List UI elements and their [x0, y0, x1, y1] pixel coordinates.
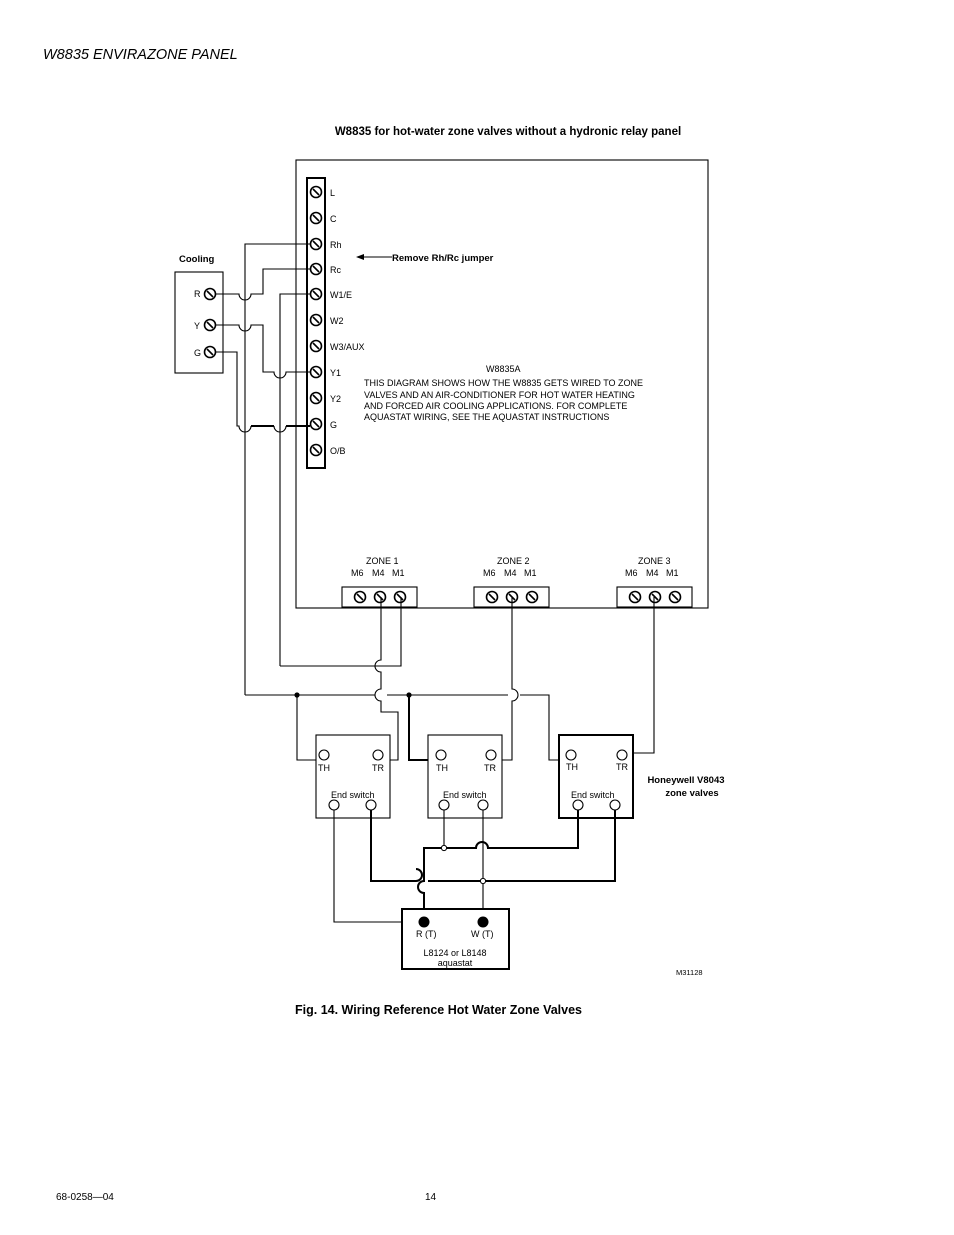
cooling-terminal-y: Y — [194, 321, 200, 331]
jumper-callout: Remove Rh/Rc jumper — [392, 253, 494, 264]
panel-model: W8835A — [486, 364, 521, 374]
terminal-label: C — [330, 214, 337, 224]
valve-terminal-icon — [485, 749, 497, 761]
zone-1-m6: M6 — [351, 568, 364, 578]
terminal-screw-icon — [353, 590, 367, 604]
terminal-screw-icon — [309, 391, 323, 405]
diagram-title: W8835 for hot-water zone valves without … — [334, 126, 682, 138]
valve-1-end-switch: End switch — [331, 790, 375, 800]
terminal-screw-icon — [393, 590, 407, 604]
valve-terminal-icon — [609, 799, 621, 811]
aquastat-r-terminal — [418, 916, 430, 928]
terminal-screw-icon — [309, 262, 323, 276]
valves-caption-line1: Honeywell V8043 — [647, 775, 724, 786]
valve-terminal-icon — [438, 799, 450, 811]
aquastat-model: L8124 or L8148 — [423, 948, 486, 958]
terminal-screw-icon — [373, 590, 387, 604]
zone-3-m6: M6 — [625, 568, 638, 578]
panel-note-line: AND FORCED AIR COOLING APPLICATIONS. FOR… — [364, 401, 627, 411]
terminal-screw-icon — [309, 365, 323, 379]
terminal-screw-icon — [309, 339, 323, 353]
zone-2-m1: M1 — [524, 568, 537, 578]
zone-3-label: ZONE 3 — [638, 556, 671, 566]
terminal-screw-icon — [309, 443, 323, 457]
terminal-screw-icon — [525, 590, 539, 604]
valve-3-end-switch: End switch — [571, 790, 615, 800]
valve-3-th: TH — [566, 762, 578, 772]
doc-number: 68-0258—04 — [56, 1192, 114, 1203]
valve-terminal-icon — [565, 749, 577, 761]
terminal-screw-icon — [309, 417, 323, 431]
valve-terminal-icon — [318, 749, 330, 761]
valve-terminal-icon — [572, 799, 584, 811]
zone-1-m1: M1 — [392, 568, 405, 578]
terminal-screw-icon — [309, 211, 323, 225]
cooling-terminal-r: R — [194, 289, 201, 299]
valve-terminal-icon — [616, 749, 628, 761]
valves-caption-line2: zone valves — [665, 788, 718, 799]
cooling-wiring — [216, 243, 310, 695]
valve-1-tr: TR — [372, 763, 384, 773]
end-switch-wiring — [333, 810, 616, 923]
valve-terminals — [318, 749, 628, 811]
terminal-label: Y1 — [330, 368, 341, 378]
cooling-label: Cooling — [179, 254, 215, 265]
zone-1-label: ZONE 1 — [366, 556, 399, 566]
terminal-label: O/B — [330, 446, 346, 456]
valve-3-tr: TR — [616, 762, 628, 772]
terminal-screw-icon — [668, 590, 682, 604]
cooling-terminal-g: G — [194, 348, 201, 358]
jumper-arrow — [356, 254, 392, 260]
valve-2-tr: TR — [484, 763, 496, 773]
zone-terminals — [341, 586, 693, 608]
page-number: 14 — [425, 1192, 437, 1203]
terminal-label: W2 — [330, 316, 344, 326]
valve-terminal-icon — [435, 749, 447, 761]
w8835-panel-outline — [295, 159, 709, 609]
terminal-label: W3/AUX — [330, 342, 365, 352]
terminal-screw-icon — [628, 590, 642, 604]
terminal-label: Y2 — [330, 394, 341, 404]
figure-caption: Fig. 14. Wiring Reference Hot Water Zone… — [295, 1003, 582, 1017]
panel-note-line: THIS DIAGRAM SHOWS HOW THE W8835 GETS WI… — [364, 378, 643, 388]
running-head: W8835 ENVIRAZONE PANEL — [43, 47, 238, 63]
zone-2-label: ZONE 2 — [497, 556, 530, 566]
zone-valve-3 — [558, 734, 634, 819]
valve-2-th: TH — [436, 763, 448, 773]
terminal-screw-icon — [309, 287, 323, 301]
zone-3-m4: M4 — [646, 568, 659, 578]
terminal-label: L — [330, 188, 335, 198]
zone-2-m6: M6 — [483, 568, 496, 578]
terminal-label: G — [330, 420, 337, 430]
terminal-screw-icon — [485, 590, 499, 604]
valve-terminal-icon — [372, 749, 384, 761]
zone-valve-1 — [315, 734, 391, 819]
valve-terminal-icon — [477, 799, 489, 811]
valve-1-th: TH — [318, 763, 330, 773]
zone-1-m4: M4 — [372, 568, 385, 578]
terminal-label: Rh — [330, 240, 342, 250]
terminal-screw-icon — [309, 237, 323, 251]
valve-terminal-icon — [365, 799, 377, 811]
drawing-id: M31128 — [676, 968, 703, 977]
valve-terminal-icon — [328, 799, 340, 811]
panel-note-line: AQUASTAT WIRING, SEE THE AQUASTAT INSTRU… — [364, 412, 609, 422]
aquastat-type: aquastat — [438, 958, 473, 968]
terminal-screw-icon — [309, 313, 323, 327]
zone-2-m4: M4 — [504, 568, 517, 578]
terminal-screw-icon — [648, 590, 662, 604]
aquastat-w-terminal — [477, 916, 489, 928]
valve-2-end-switch: End switch — [443, 790, 487, 800]
panel-note-line: VALVES AND AN AIR-CONDITIONER FOR HOT WA… — [364, 390, 635, 400]
aquastat-r-label: R (T) — [416, 929, 437, 939]
zone-3-m1: M1 — [666, 568, 679, 578]
aquastat-w-label: W (T) — [471, 929, 494, 939]
terminal-label: W1/E — [330, 290, 352, 300]
terminal-screw-icon — [309, 185, 323, 199]
terminal-label: Rc — [330, 265, 341, 275]
